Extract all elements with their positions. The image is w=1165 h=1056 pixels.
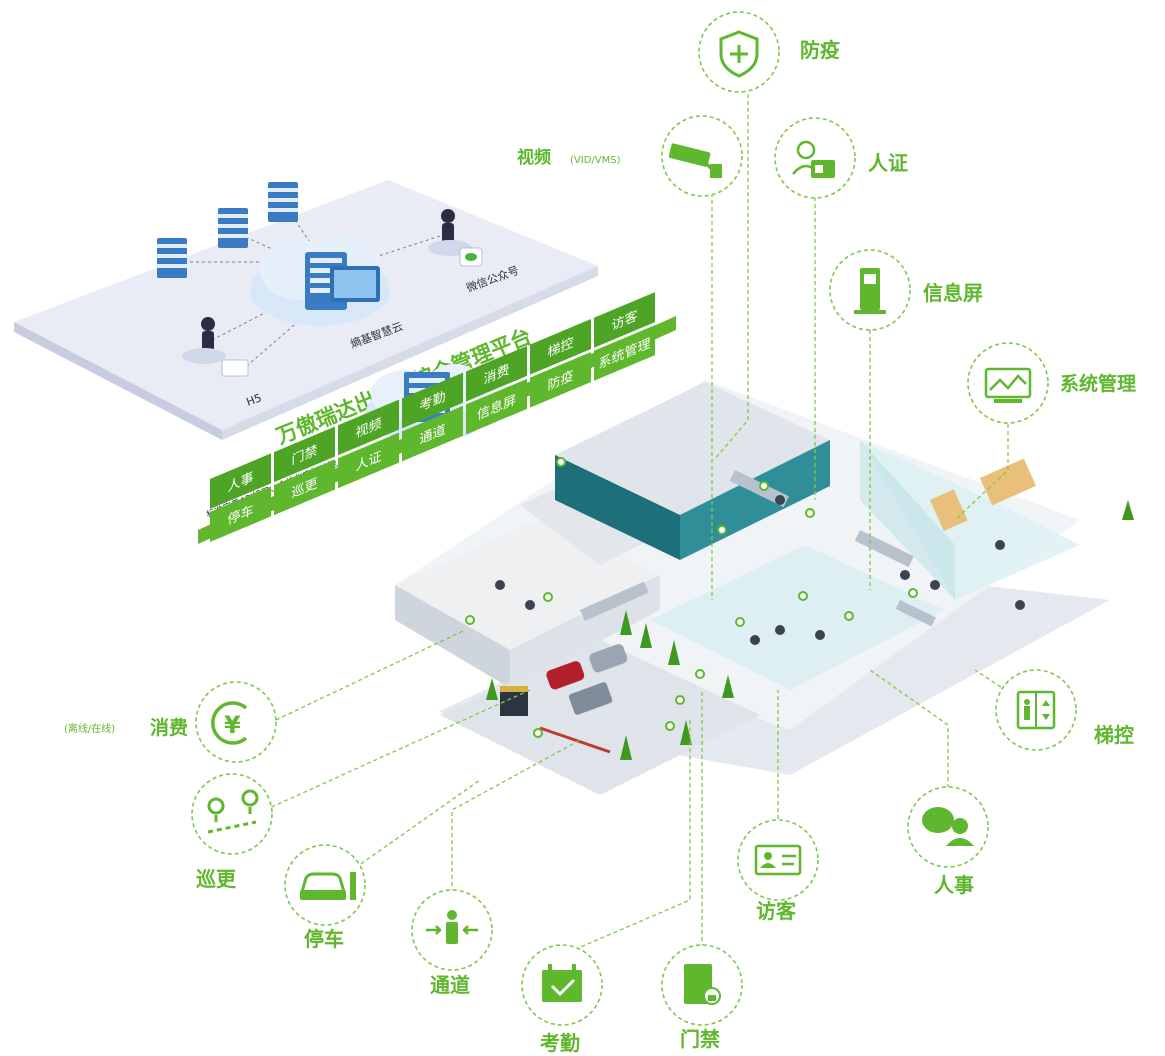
module-info-screen: 信息屏 <box>829 249 983 331</box>
module-tile-bg <box>594 292 655 348</box>
route-pins-icon <box>207 789 259 834</box>
cloud-panel: 熵基智慧云 微信公众号 H5 <box>14 180 598 440</box>
module-tile: 门禁 <box>274 426 335 483</box>
video-note: (VID/VMS) <box>570 155 621 166</box>
module-tile-bg <box>274 426 335 483</box>
server-icon <box>268 182 298 222</box>
module-tile: 通道 <box>402 405 463 462</box>
svg-text:¥: ¥ <box>224 711 241 739</box>
patrol-label: 巡更 <box>196 867 237 891</box>
module-tile-bg <box>338 399 399 456</box>
leader-lines <box>264 80 1037 956</box>
module-id-verify: 人证 <box>774 117 908 199</box>
consume-note: (离线/在线) <box>64 722 115 735</box>
h5-label: H5 <box>245 391 264 408</box>
module-tile-bg <box>466 378 527 435</box>
module-tile-bg <box>210 453 271 509</box>
platform-banner: 万傲瑞达出入口综合管理平台 标准完善API接口、个性化定制功能 人事停车门禁巡更… <box>198 292 676 544</box>
visitor-card-icon <box>754 844 802 876</box>
module-tile-bg <box>402 405 463 462</box>
cloud-server-icon <box>250 234 390 326</box>
elevator-label: 梯控 <box>1094 723 1134 747</box>
module-tile: 梯控 <box>530 318 591 375</box>
cctv-camera-icon <box>668 143 722 178</box>
module-tile-bg <box>466 345 527 402</box>
module-tile: 巡更 <box>274 459 335 516</box>
person-tablet-icon <box>182 317 249 377</box>
module-tile-bg <box>402 372 463 429</box>
system-label: 系统管理 <box>1060 372 1136 395</box>
module-tile-bg <box>594 325 655 381</box>
module-patrol: 巡更 <box>191 773 273 891</box>
module-door: 门禁 <box>661 944 743 1051</box>
module-tile-bg <box>530 351 591 408</box>
shield-plus-icon <box>719 30 759 78</box>
wechat-icon <box>459 247 483 267</box>
monitor-chart-icon <box>984 367 1032 403</box>
id-verify-label: 人证 <box>868 151 908 175</box>
door-label: 门禁 <box>680 1027 720 1051</box>
module-tile: 消费 <box>466 345 527 402</box>
channel-label: 通道 <box>430 973 470 997</box>
id-card-face-icon <box>792 140 835 178</box>
module-tile: 考勤 <box>402 372 463 429</box>
module-parking: 停车 <box>284 844 366 951</box>
parking-label: 停车 <box>304 927 344 951</box>
module-tile: 访客 <box>594 292 655 348</box>
office-building-illustration <box>395 380 1134 795</box>
module-elevator: 梯控 <box>995 669 1134 751</box>
people-chat-icon <box>922 807 974 846</box>
server-icon <box>157 238 187 278</box>
video-label: 视频 <box>517 147 551 168</box>
calendar-check-icon <box>542 964 582 1002</box>
door-lock-icon <box>684 964 721 1005</box>
info-screen-label: 信息屏 <box>923 281 983 305</box>
module-tile-bg <box>338 432 399 489</box>
module-tile: 防疫 <box>530 351 591 408</box>
module-tile: 停车 <box>210 486 271 542</box>
module-channel: 通道 <box>411 889 493 997</box>
module-tile-bg <box>210 486 271 542</box>
module-tile-bg <box>274 459 335 516</box>
module-tile-bg <box>530 318 591 375</box>
person-gate-icon <box>426 910 478 944</box>
module-tile: 人事 <box>210 453 271 509</box>
epidemic-label: 防疫 <box>800 38 840 62</box>
yen-icon: ¥ <box>211 701 248 745</box>
module-video: 视频 (VID/VMS) <box>517 115 743 197</box>
module-attendance: 考勤 <box>521 944 603 1055</box>
module-consume: ¥ 消费 (离线/在线) <box>64 681 277 763</box>
hr-label: 人事 <box>934 873 974 897</box>
module-tile: 人证 <box>338 432 399 489</box>
module-visitor: 访客 <box>737 819 819 923</box>
elevator-icon <box>1016 690 1056 730</box>
attendance-label: 考勤 <box>540 1031 580 1055</box>
server-icon <box>218 208 248 248</box>
kiosk-icon <box>854 268 886 314</box>
module-hr: 人事 <box>907 786 989 897</box>
module-epidemic: 防疫 <box>698 11 840 93</box>
module-system: 系统管理 <box>967 342 1136 424</box>
module-tile: 视频 <box>338 399 399 456</box>
car-barrier-icon <box>300 872 356 900</box>
visitor-label: 访客 <box>756 899 797 923</box>
consume-label: 消费 <box>150 716 188 739</box>
